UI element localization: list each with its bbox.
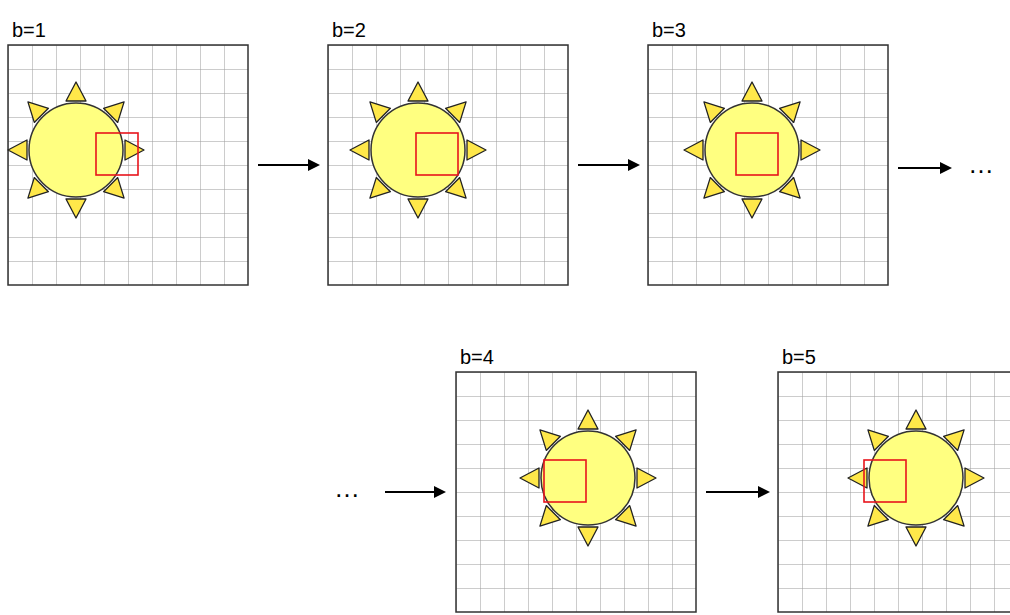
window-square (736, 133, 778, 175)
grid-panel (648, 45, 888, 285)
panel-label: b=4 (460, 346, 494, 368)
step-arrow (578, 164, 638, 166)
ellipsis-label: … (334, 474, 360, 502)
window-square (416, 133, 458, 175)
ellipsis-label: … (968, 150, 994, 178)
grid (778, 372, 1010, 612)
grid-panel-box: b=1 (8, 45, 248, 285)
arrow-line (385, 491, 436, 493)
grid-panel (328, 45, 568, 285)
sun-figure (8, 82, 144, 218)
grid-panel (778, 372, 1010, 612)
sun-figure (848, 410, 984, 546)
window-square (96, 133, 138, 175)
panel-label: b=5 (782, 346, 816, 368)
grid-panel-box: b=3 (648, 45, 888, 285)
grid-panel-box: b=5 (778, 372, 1010, 612)
grid-panel-box: b=2 (328, 45, 568, 285)
grid (8, 45, 248, 285)
window-square (544, 460, 586, 502)
panel-label: b=3 (652, 19, 686, 41)
grid (648, 45, 888, 285)
grid-panel (456, 372, 696, 612)
arrow-line (898, 167, 942, 169)
step-arrow (258, 164, 318, 166)
arrow-head (940, 162, 952, 174)
arrow-head (434, 486, 446, 498)
sun-figure (684, 82, 820, 218)
grid-panel-box: b=4 (456, 372, 696, 612)
sun-figure (520, 410, 656, 546)
step-arrow (706, 491, 768, 493)
continuation-arrows (385, 162, 952, 498)
window-square (864, 460, 906, 502)
grid-panel (8, 45, 248, 285)
panel-label: b=2 (332, 19, 366, 41)
grid (456, 372, 696, 612)
grid (328, 45, 568, 285)
panel-label: b=1 (12, 19, 46, 41)
sun-figure (350, 82, 486, 218)
